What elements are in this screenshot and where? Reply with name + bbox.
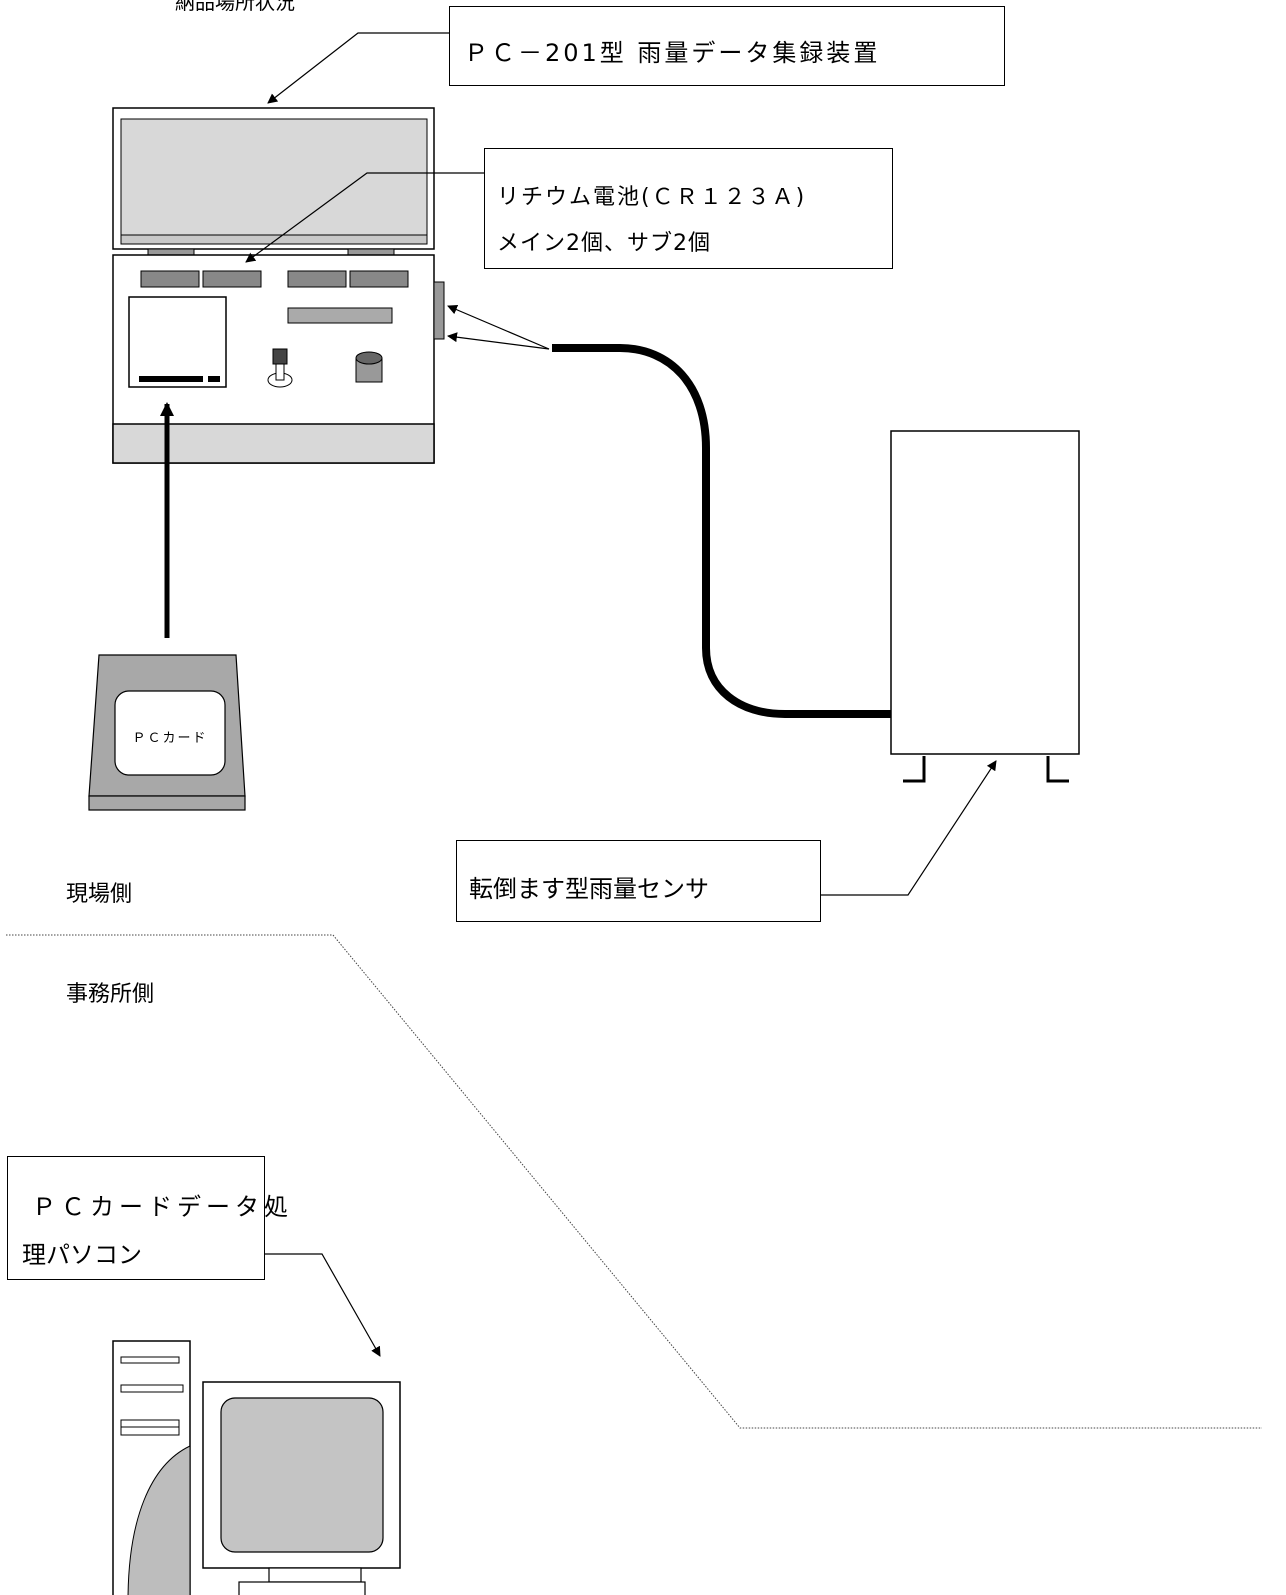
side-connector xyxy=(433,281,445,340)
logger-body xyxy=(112,254,445,464)
battery-label-line2: メイン2個、サブ2個 xyxy=(497,231,711,256)
display-strip xyxy=(287,307,393,324)
battery-label-box: リチウム電池(ＣＲ１２３Ａ) メイン2個、サブ2個 xyxy=(484,148,893,269)
device-label: ＰＣ－201型 雨量データ集録装置 xyxy=(464,39,881,67)
battery-label-line1: リチウム電池(ＣＲ１２３Ａ) xyxy=(497,185,807,210)
pc-label-line2: 理パソコン xyxy=(22,1241,142,1269)
connector-cylinder xyxy=(355,351,383,383)
cable-arrow-upper xyxy=(447,304,550,350)
top-cut-text: 納品場所状況 xyxy=(175,0,295,14)
card-slot xyxy=(128,296,227,388)
battery-leader-arrow xyxy=(245,172,484,263)
rain-gauge-sensor xyxy=(890,430,1080,783)
cable-arrow-lower xyxy=(447,332,550,350)
pc-label-box: ＰＣカードデータ処 理パソコン xyxy=(7,1156,288,1280)
pc-card-reader xyxy=(88,654,246,811)
sensor-leader-arrow xyxy=(821,760,997,896)
office-side-label: 事務所側 xyxy=(66,982,155,1007)
sensor-label-box: 転倒ます型雨量センサ xyxy=(456,840,821,922)
device-label-box: ＰＣ－201型 雨量データ集録装置 xyxy=(449,6,1005,86)
switch-knob xyxy=(267,348,293,388)
battery-slots xyxy=(140,270,409,288)
logger-lid xyxy=(112,107,435,256)
sensor-cable xyxy=(552,344,893,718)
sensor-label: 転倒ます型雨量センサ xyxy=(469,875,709,903)
desktop-pc xyxy=(112,1340,401,1595)
pc-label-line1: ＰＣカードデータ処 xyxy=(32,1193,293,1221)
pc-card-label: ＰＣカード xyxy=(132,731,208,746)
pc-leader-arrow xyxy=(265,1253,381,1357)
device-leader-arrow xyxy=(267,32,449,104)
site-office-divider xyxy=(6,934,1262,1429)
site-side-label: 現場側 xyxy=(66,882,133,907)
data-logger-device xyxy=(112,107,445,464)
